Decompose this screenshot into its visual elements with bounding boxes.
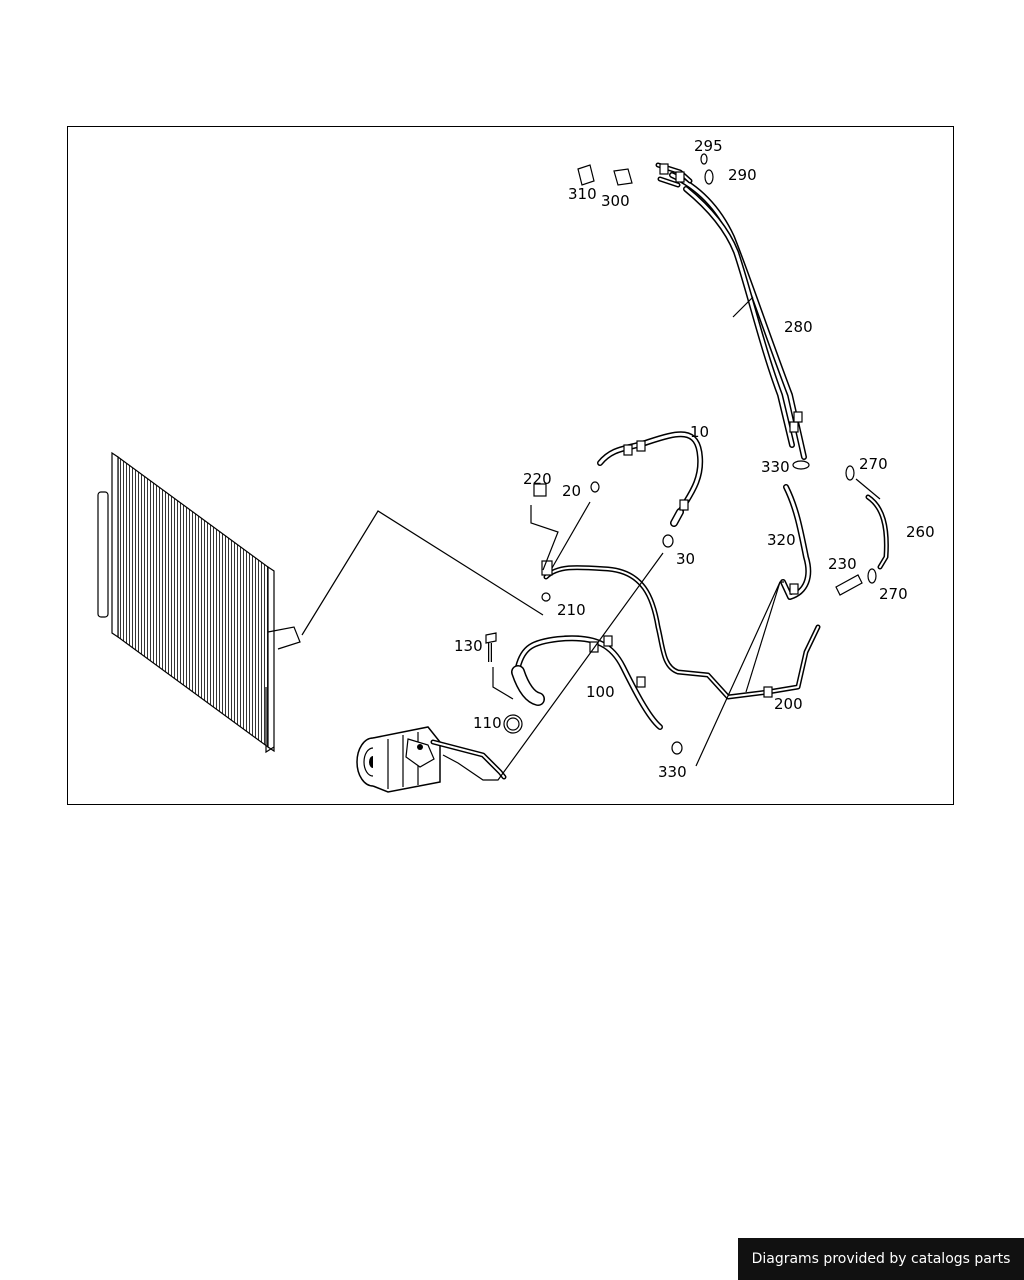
fitting-6	[763, 686, 773, 698]
label-200: 200	[774, 695, 803, 713]
label-300: 300	[601, 192, 630, 210]
label-230: 230	[828, 555, 857, 573]
valve-300	[613, 168, 633, 186]
part-labels: 10 20 30 100 110 130 200 210 220 230 260…	[454, 137, 935, 781]
label-260: 260	[906, 523, 935, 541]
label-110: 110	[473, 714, 502, 732]
label-290: 290	[728, 166, 757, 184]
tube-260-fill	[867, 496, 888, 568]
diagram-frame: 10 20 30 100 110 130 200 210 220 230 260…	[67, 126, 954, 805]
o-ring-30	[662, 534, 674, 548]
label-330-lower: 330	[658, 763, 687, 781]
label-310: 310	[568, 185, 597, 203]
tube-100-compressor	[430, 739, 507, 780]
service-port-230	[835, 574, 863, 596]
o-ring-110	[503, 714, 523, 734]
fitting-7	[789, 421, 799, 433]
fitting-4	[603, 635, 613, 647]
ac-refrigerant-lines-diagram: 10 20 30 100 110 130 200 210 220 230 260…	[97, 137, 935, 793]
fitting-11	[789, 583, 799, 595]
tube-280b	[683, 186, 795, 448]
label-210: 210	[557, 601, 586, 619]
label-330-upper: 330	[761, 458, 790, 476]
label-270-upper: 270	[859, 455, 888, 473]
label-320: 320	[767, 531, 796, 549]
label-20: 20	[562, 482, 581, 500]
label-130: 130	[454, 637, 483, 655]
tube-100-head-fill	[512, 666, 544, 705]
leader-lines	[301, 296, 881, 781]
tube-10-end-fill	[671, 509, 683, 526]
fitting-5	[636, 676, 646, 688]
label-10: 10	[690, 423, 709, 441]
tube-280b-fill	[684, 187, 794, 447]
fitting-8	[793, 411, 803, 423]
fitting-0	[623, 444, 633, 456]
clip-220	[533, 483, 547, 497]
label-270-lower: 270	[879, 585, 908, 603]
fitting-10	[675, 171, 685, 183]
fitting-9	[659, 163, 669, 175]
label-30: 30	[676, 550, 695, 568]
receiver-drier	[97, 491, 109, 618]
bolt-130	[485, 632, 497, 644]
footer-credit: Diagrams provided by catalogs parts	[738, 1238, 1024, 1280]
label-100: 100	[586, 683, 615, 701]
label-220: 220	[523, 470, 552, 488]
tube-200-fill	[545, 566, 819, 698]
fitting-2	[679, 499, 689, 511]
compressor	[356, 726, 441, 793]
refrigerant-tubes	[430, 162, 889, 780]
label-280: 280	[784, 318, 813, 336]
fitting-1	[636, 440, 646, 452]
condenser	[97, 451, 301, 754]
cap-310	[577, 164, 595, 186]
label-295: 295	[694, 137, 723, 155]
small-parts	[485, 153, 877, 755]
